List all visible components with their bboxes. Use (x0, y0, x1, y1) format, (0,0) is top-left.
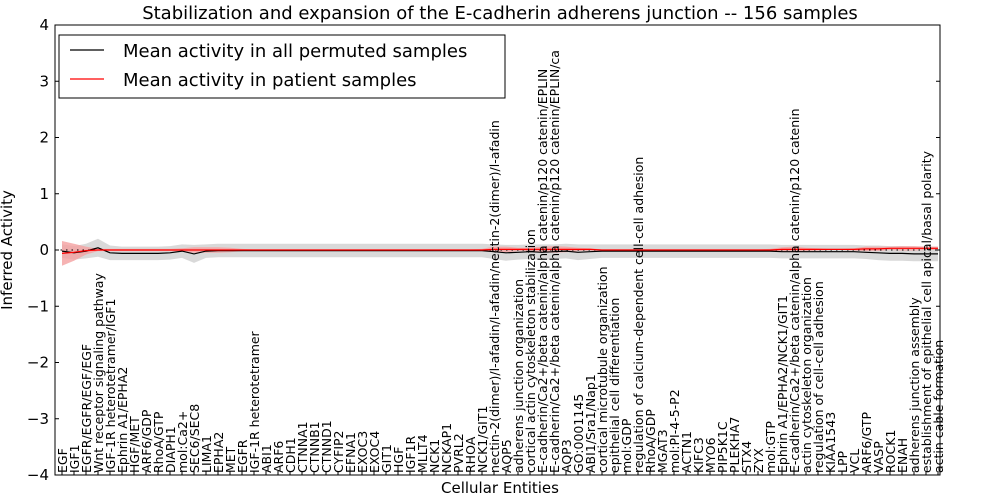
x-tick-label: KIFC3 (691, 437, 706, 473)
x-tick-label: IGF-1R heterotetramer/IGF1 (103, 299, 118, 473)
x-tick-label: GO:0001145 (571, 394, 586, 473)
x-tick-label: cortical microtubule organization (595, 266, 610, 473)
x-tick-label: DIAPH1 (163, 426, 178, 473)
x-tick-label: VCL (847, 449, 862, 473)
chart-title: Stabilization and expansion of the E-cad… (142, 3, 858, 24)
x-tick-label: CTNNB1 (307, 421, 322, 473)
x-tick-label: EGF (55, 448, 70, 473)
x-tick-label: LPP (835, 450, 850, 473)
y-tick-label: −4 (27, 466, 49, 484)
x-tick-label: epithelial cell differentiation (607, 298, 622, 473)
x-tick-label: ENAH (895, 438, 910, 473)
x-tick-label: Wnt receptor signaling pathway (91, 273, 106, 473)
x-tick-label: HGF (391, 447, 406, 473)
series-lines (61, 247, 939, 255)
x-tick-label: AQP3 (559, 439, 574, 473)
x-tick-label: CDH1 (283, 437, 298, 473)
x-tick-label: IGF1 (67, 444, 82, 473)
x-tick-label: Ephrin A1/EPHA2 (115, 367, 130, 473)
y-tick-label: 3 (39, 72, 49, 90)
x-tick-label: NCK1 (427, 439, 442, 473)
y-tick-label: 4 (39, 16, 49, 34)
y-tick-label: −3 (27, 410, 49, 428)
y-axis-label: Inferred Activity (0, 190, 16, 310)
x-tick-label: ABI1 (259, 444, 274, 473)
x-tick-label: PLEKHA7 (727, 416, 742, 473)
x-tick-label: CTNND1 (319, 420, 334, 473)
x-tick-label: EGFR/EGFR/EGF/EGF (79, 344, 94, 473)
x-tick-label: RhoA/GTP (151, 411, 166, 473)
legend-label-permuted: Mean activity in all permuted samples (123, 41, 467, 62)
x-tick-label: GIT1 (379, 444, 394, 473)
x-tick-label: ARF6/GTP (859, 412, 874, 473)
confidence-bands (62, 238, 938, 266)
x-tick-label: EPHA2 (211, 432, 226, 473)
legend-label-patient: Mean activity in patient samples (123, 70, 417, 91)
legend: Mean activity in all permuted samples Me… (58, 34, 506, 99)
x-tick-label: mol:GDP (619, 418, 634, 473)
x-tick-label: EXOC3 (355, 431, 370, 473)
x-tick-label: cortical actin cytoskeleton stabilizatio… (523, 229, 538, 473)
x-tick-label: Ephrin A1/EPHA2/NCK1/GIT1 (775, 295, 790, 473)
x-tick-label: ROCK1 (883, 430, 898, 473)
x-tick-label: regulation of calcium-dependent cell-cel… (631, 157, 646, 473)
x-tick-label: E-cadherin/Ca2+/beta catenin/alpha caten… (547, 50, 562, 473)
x-tick-label: actin cytoskeleton organization (799, 277, 814, 473)
x-tick-label: adherens junction organization (511, 279, 526, 473)
x-tick-label: NCKAP1 (439, 423, 454, 473)
x-tick-label: RHOA (463, 436, 478, 473)
x-tick-label: STX4 (739, 441, 754, 473)
x-tick-label: VASP (871, 441, 886, 473)
x-tick-label: CTNNA1 (295, 421, 310, 473)
x-tick-label: EGFR (235, 439, 250, 473)
line-series-1 (61, 247, 938, 254)
x-tick-label: nectin-2(dimer)/l-afadin/l-afadin/nectin… (487, 120, 502, 473)
x-tick-label: CYFIP2 (331, 430, 346, 473)
x-tick-label: MYO6 (703, 437, 718, 473)
x-tick-label: PIP5K1C (715, 421, 730, 473)
x-tick-label: ARF6 (271, 441, 286, 473)
x-tick-label: ABI1/Sra1/Nap1 (583, 374, 598, 473)
x-tick-label: E-cadherin/Ca2+/beta catenin/alpha caten… (787, 108, 802, 473)
x-tick-label: IGF-1R heterotetramer (247, 330, 262, 473)
y-tick-label: 0 (39, 241, 49, 259)
x-tick-label: LIMA1 (199, 435, 214, 473)
y-tick-label: −1 (27, 297, 49, 315)
y-tick-label: 1 (39, 185, 49, 203)
x-tick-label: mol:GTP (763, 421, 778, 473)
x-tick-label: actin cable formation (931, 340, 946, 473)
x-tick-label: mol:PI-4-5-P2 (667, 389, 682, 473)
x-tick-label: MLLT4 (415, 434, 430, 473)
x-tick-label: ARF6/GDP (139, 409, 154, 473)
x-tick-label: NCK1/GIT1 (475, 406, 490, 473)
x-tick-label: E-cadherin/Ca2+/beta catenin/alpha caten… (535, 69, 550, 473)
x-tick-label: PVRL2 (451, 433, 466, 473)
x-tick-label: adherens junction assembly (907, 297, 922, 473)
x-tick-label: AQP5 (499, 439, 514, 473)
x-tick-label: KIAA1543 (823, 412, 838, 473)
x-tick-label: MGAT3 (655, 429, 670, 473)
x-tick-label: EXOC4 (367, 431, 382, 473)
x-tick-label: mol:Ca2+ (175, 411, 190, 473)
x-tick-label: regulation of cell-cell adhesion (811, 281, 826, 473)
x-tick-label: MET (223, 446, 238, 473)
x-tick-label: RhoA/GDP (643, 409, 658, 473)
x-tick-label: HGF/MET (127, 416, 142, 473)
x-tick-label: IGF1R (403, 435, 418, 473)
y-axis-ticks: −4 −3 −2 −1 0 1 2 3 4 (27, 16, 940, 484)
x-tick-label: ZYX (751, 448, 766, 473)
x-axis-label: Cellular Entities (441, 479, 559, 497)
legend-frame (58, 34, 506, 99)
y-tick-label: −2 (27, 354, 49, 372)
x-tick-label: EFNA1 (343, 432, 358, 473)
y-tick-label: 2 (39, 129, 49, 147)
x-tick-label: SEC6/SEC8 (187, 404, 202, 473)
x-tick-label: establishment of epithelial cell apical/… (919, 150, 934, 473)
x-tick-label: ACTN1 (679, 431, 694, 473)
line-series-0 (61, 247, 938, 255)
